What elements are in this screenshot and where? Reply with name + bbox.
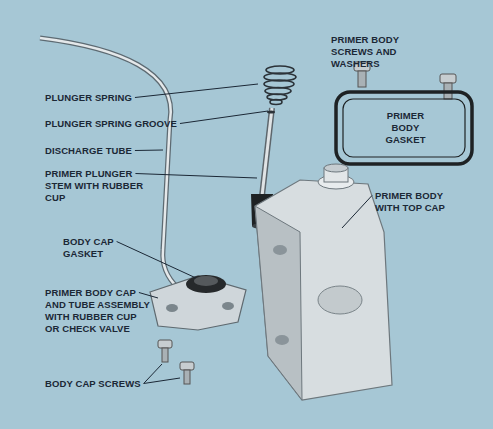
cap-hole: [166, 304, 178, 312]
leader-line: [180, 111, 268, 124]
discharge-tube-highlight: [40, 38, 178, 288]
cap-hole: [222, 302, 234, 310]
part-label: PRIMER BODY CAP AND TUBE ASSEMBLY WITH R…: [44, 287, 151, 335]
body-cap-gasket: [186, 275, 226, 293]
primer-body: [255, 180, 392, 400]
part-label: PLUNGER SPRING: [44, 92, 166, 104]
primer-body-gasket: [336, 92, 472, 164]
part-label: BODY CAP SCREWS: [44, 378, 146, 390]
leader-line: [139, 293, 158, 299]
discharge-tube: [40, 38, 178, 288]
body-boss: [318, 286, 362, 314]
primer-body-side: [255, 206, 302, 400]
part-label: BODY CAP GASKET: [62, 236, 119, 260]
body-cap-screw: [180, 362, 194, 384]
check-valve: [194, 276, 218, 286]
leader-line: [135, 150, 163, 152]
leader-line: [144, 378, 180, 384]
primer-body-screw: [440, 74, 456, 99]
plunger-spring: [264, 66, 296, 105]
part-label: PRIMER BODY GASKET: [377, 110, 434, 146]
part-label: PLUNGER SPRING GROOVE: [44, 118, 196, 130]
leader-line: [117, 242, 196, 279]
part-label: DISCHARGE TUBE: [44, 145, 146, 157]
leader-line: [342, 196, 372, 229]
part-label: PRIMER BODY SCREWS AND WASHERS: [330, 34, 436, 70]
spring-groove: [267, 111, 275, 114]
plunger-stem: [262, 108, 272, 196]
body-cap: [150, 276, 246, 330]
part-label: PRIMER PLUNGER STEM WITH RUBBER CUP: [44, 168, 158, 204]
leader-line: [135, 174, 257, 179]
primer-body-gasket-inner: [343, 99, 465, 157]
leader-line: [135, 84, 258, 98]
top-cap: [324, 164, 348, 172]
plunger-stem-highlight: [262, 108, 272, 196]
leader-line: [144, 364, 162, 384]
part-label: PRIMER BODY WITH TOP CAP: [374, 190, 468, 214]
body-cap-screw: [158, 340, 172, 362]
body-hole: [275, 335, 289, 345]
body-hole: [273, 245, 287, 255]
